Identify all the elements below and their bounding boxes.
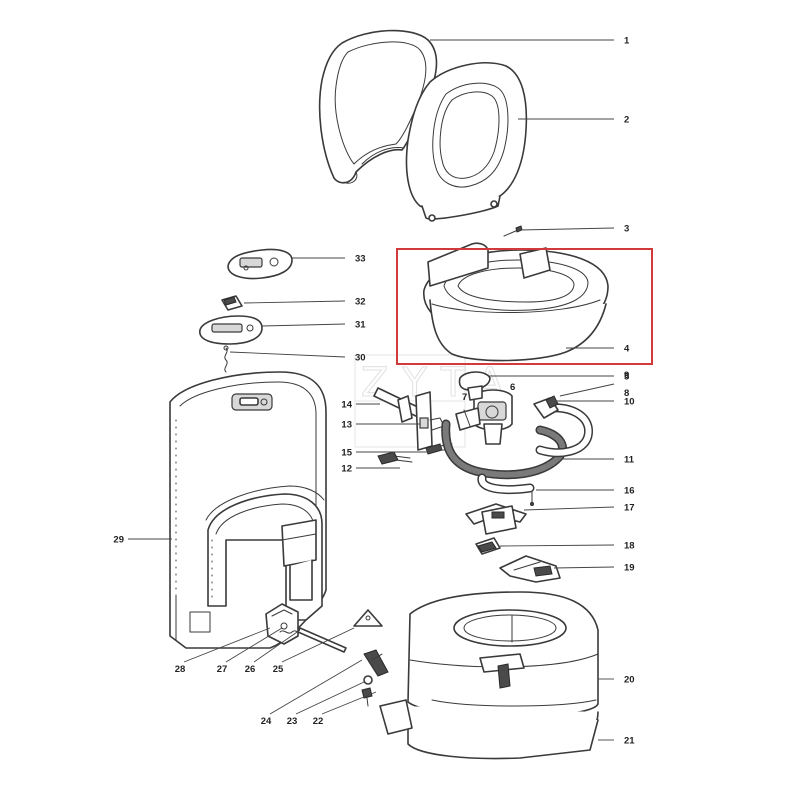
part-screw	[503, 225, 523, 237]
part-toilet-housing	[169, 371, 327, 649]
leader-line-19	[553, 566, 615, 569]
leader-line-30	[229, 351, 346, 358]
callout-32: 32	[355, 297, 366, 308]
callout-8: 8	[624, 388, 629, 399]
leader-line-32	[243, 300, 346, 304]
leader-line-3	[519, 227, 615, 231]
callout-26: 26	[245, 664, 256, 675]
part-lever-rod	[297, 627, 347, 653]
part-upper-bracket	[465, 503, 527, 535]
callout-23: 23	[287, 716, 298, 727]
leader-line-23	[295, 681, 365, 715]
callout-27: 27	[217, 664, 228, 675]
part-indicator-lens	[221, 295, 243, 311]
callout-1: 1	[624, 36, 630, 47]
part-tank-base	[379, 699, 599, 760]
part-seat-lid	[318, 29, 438, 184]
part-toilet-seat	[405, 62, 528, 222]
callout-4: 4	[624, 344, 630, 355]
callout-7: 7	[462, 392, 467, 403]
callout-11: 11	[624, 455, 635, 466]
leader-line-8	[559, 383, 615, 397]
part-blade-lever	[353, 609, 383, 627]
leader-line-17	[523, 506, 615, 511]
leader-line-22	[321, 691, 377, 715]
highlight-box	[396, 248, 653, 365]
leader-line-26	[253, 629, 301, 663]
part-small-screw	[530, 491, 534, 506]
part-control-panel	[227, 248, 293, 280]
callout-33: 33	[355, 254, 366, 265]
part-lever-screw	[361, 687, 373, 707]
callout-17: 17	[624, 503, 635, 514]
callout-15: 15	[341, 448, 352, 459]
part-washer	[363, 675, 373, 685]
leader-line-27	[225, 627, 283, 663]
callout-14: 14	[341, 400, 352, 411]
callout-9: 9	[624, 370, 629, 381]
callout-10: 10	[624, 397, 635, 408]
part-lever-pin	[363, 649, 389, 677]
part-toilet-bowl	[423, 242, 609, 362]
part-indicator-spring	[223, 345, 229, 373]
callout-13: 13	[341, 420, 352, 431]
callout-19: 19	[624, 563, 635, 574]
leader-line-31	[261, 323, 346, 327]
callout-22: 22	[313, 716, 324, 727]
callout-5: 5	[624, 372, 630, 383]
part-sliding-block	[475, 537, 501, 555]
callout-24: 24	[261, 716, 272, 727]
callout-29: 29	[113, 535, 124, 546]
callout-2: 2	[624, 115, 629, 126]
callout-16: 16	[624, 486, 635, 497]
callout-30: 30	[355, 353, 366, 364]
leader-line-28	[183, 627, 271, 663]
part-waste-tank	[407, 591, 599, 717]
leader-line-25	[281, 627, 355, 663]
part-wire-connector	[377, 451, 413, 465]
part-water-valve	[455, 389, 513, 445]
callout-6: 6	[510, 382, 515, 393]
part-level-indicator	[199, 315, 263, 345]
part-inlet-pipe	[373, 387, 425, 423]
callout-12: 12	[341, 464, 352, 475]
part-nozzle-clip	[545, 395, 559, 409]
part-water-hose	[441, 419, 567, 495]
part-valve-knob	[458, 371, 491, 401]
callout-20: 20	[624, 675, 635, 686]
callout-25: 25	[273, 664, 284, 675]
callout-31: 31	[355, 320, 366, 331]
callout-21: 21	[624, 736, 635, 747]
callout-3: 3	[624, 224, 629, 235]
leader-line-24	[269, 659, 363, 715]
leader-line-18	[499, 544, 615, 547]
part-lower-bracket	[499, 555, 561, 583]
callout-28: 28	[175, 664, 186, 675]
callout-18: 18	[624, 541, 635, 552]
